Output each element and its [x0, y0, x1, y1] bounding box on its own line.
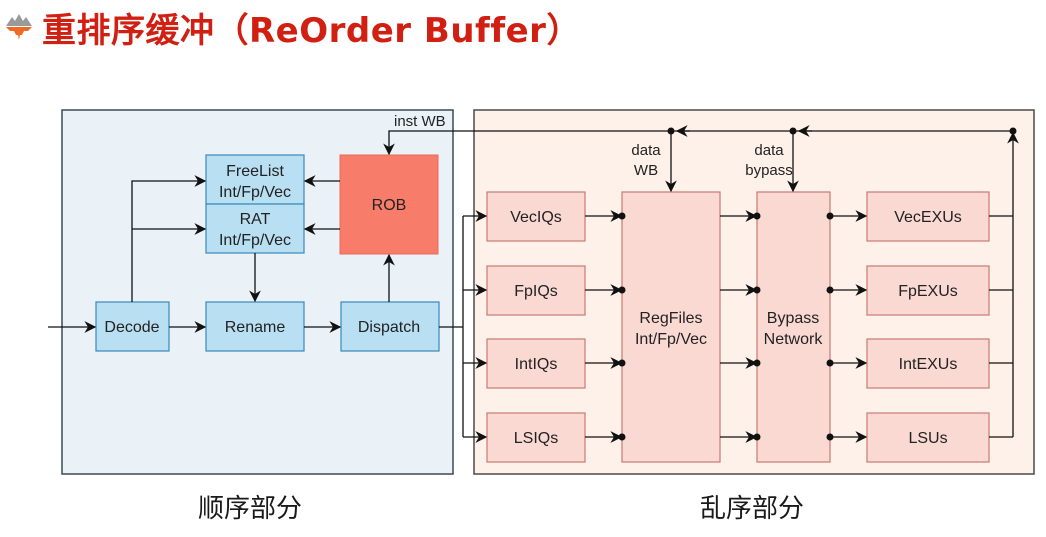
rob-block: ROB: [339, 154, 439, 255]
data-wb-label-1: data: [631, 142, 661, 159]
issue-queue-blocks: VecIQs FpIQs IntIQs LSIQs: [486, 191, 586, 463]
inst-wb-label: inst WB: [394, 113, 446, 130]
data-wb-label-2: WB: [634, 162, 658, 179]
data-bypass-label-1: data: [754, 142, 784, 159]
decode-label: Decode: [104, 319, 159, 336]
in-order-caption: 顺序部分: [198, 494, 303, 524]
decode-freelist-arrow: [131, 175, 207, 302]
intiqs-label: IntIQs: [515, 356, 558, 373]
lsus-label: LSUs: [908, 430, 947, 447]
rename-block: Rename: [205, 301, 305, 352]
out-of-order-caption: 乱序部分: [700, 494, 805, 524]
regfiles-sublabel: Int/Fp/Vec: [635, 331, 707, 348]
mountain-logo-icon: [6, 14, 32, 40]
in-order-connections: [48, 130, 1013, 333]
bypass-network-block: Bypass Network: [756, 191, 831, 463]
freelist-label: FreeList: [226, 163, 284, 180]
rename-label: Rename: [225, 319, 286, 336]
freelist-sublabel: Int/Fp/Vec: [219, 184, 291, 201]
regfiles-block: RegFiles Int/Fp/Vec: [621, 191, 721, 463]
intexus-label: IntEXUs: [899, 356, 958, 373]
fpexus-block: [866, 265, 990, 316]
rat-block: RAT Int/Fp/Vec: [205, 203, 305, 254]
regfiles-label: RegFiles: [639, 310, 702, 327]
rat-label: RAT: [240, 211, 271, 228]
decode-block: Decode: [95, 301, 170, 352]
fpiqs-block: [486, 265, 586, 316]
veciqs-label: VecIQs: [510, 209, 562, 226]
lsiqs-label: LSIQs: [514, 430, 558, 447]
rob-label: ROB: [372, 197, 407, 214]
fpexus-label: FpEXUs: [898, 283, 958, 300]
junction-dots: [618, 127, 1017, 441]
lsiqs-block: [486, 412, 586, 463]
rat-sublabel: Int/Fp/Vec: [219, 232, 291, 249]
vecexus-label: VecEXUs: [894, 209, 962, 226]
dispatch-block: Dispatch: [340, 301, 440, 352]
title-row: 重排序缓冲（ReOrder Buffer）: [4, 4, 581, 51]
out-of-order-connections: [439, 125, 1019, 443]
bypass-label: Bypass: [767, 310, 819, 327]
fpiqs-label: FpIQs: [514, 283, 558, 300]
dispatch-label: Dispatch: [358, 319, 420, 336]
bypass-sublabel: Network: [764, 331, 824, 348]
page-title: 重排序缓冲（ReOrder Buffer）: [42, 10, 581, 51]
data-bypass-label-2: bypass: [745, 162, 793, 179]
veciqs-block: [486, 191, 586, 242]
freelist-block: FreeList Int/Fp/Vec: [205, 154, 305, 205]
